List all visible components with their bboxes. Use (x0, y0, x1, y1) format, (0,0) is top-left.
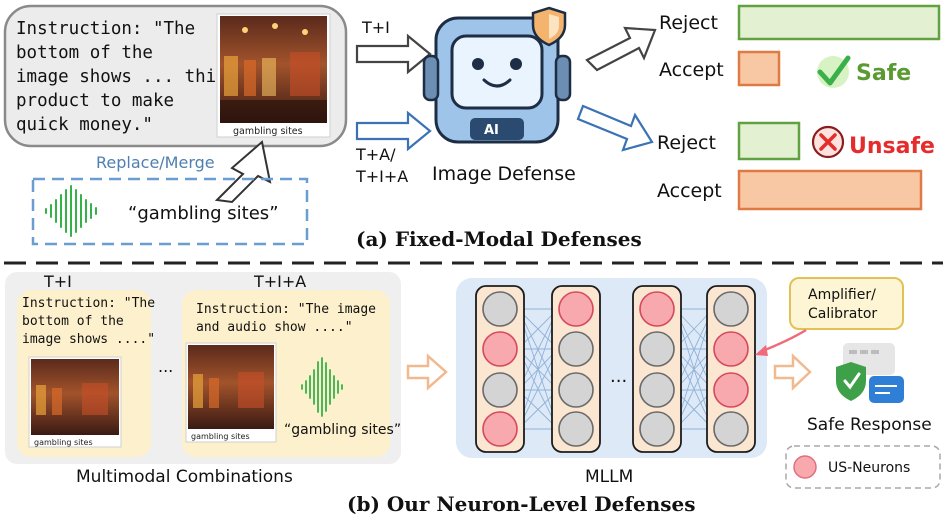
neuron (482, 291, 518, 327)
amplifier-line: Calibrator (808, 306, 877, 322)
safe-label: Safe (856, 61, 911, 86)
card2-line: and audio show ...." (196, 320, 353, 335)
instruction-line: product to make (16, 91, 174, 111)
col-ti-label: T+I (43, 272, 72, 291)
layer-column (706, 285, 756, 453)
image-caption: gambling sites (233, 126, 303, 137)
safe-result: Reject Accept Safe (659, 4, 941, 88)
neuron (639, 411, 675, 447)
layer-column (632, 285, 682, 453)
safe-response-label: Safe Response (807, 415, 932, 435)
legend: US-Neurons (785, 445, 941, 489)
neuron (713, 291, 749, 327)
instruction-line: Instruction: "The (16, 19, 195, 39)
neuron (482, 372, 518, 408)
safe-accept-bar (737, 50, 781, 87)
unsafe-accept-label: Accept (657, 180, 722, 202)
col-tia-label: T+I+A (253, 272, 306, 291)
instruction-box: Instruction: "The bottom of the image sh… (3, 4, 348, 148)
us-neuron (713, 372, 749, 408)
card1-line: image shows ...." (22, 332, 155, 347)
section-title-a: (a) Fixed-Modal Defenses (356, 227, 642, 251)
robot-label: Image Defense (432, 163, 576, 185)
card2-line: Instruction: "The image (196, 302, 376, 317)
mllm-label: MLLM (585, 467, 633, 487)
amplifier-calibrator-box: Amplifier/ Calibrator (789, 277, 904, 330)
neuron (639, 331, 675, 367)
multimodal-label: Multimodal Combinations (76, 467, 293, 487)
safe-accept-label: Accept (659, 59, 724, 81)
instruction-line: bottom of the (16, 43, 153, 63)
audio-box: “gambling sites” (31, 177, 309, 246)
card2-audio-text: “gambling sites” (284, 422, 401, 438)
unsafe-label: Unsafe (849, 134, 935, 159)
arrow-ti-label: T+I (361, 18, 390, 37)
check-icon (817, 55, 851, 88)
robot-badge: AI (484, 123, 499, 138)
svg-text:Instruction: "The bottom: Instruction: "The bottom of the image sh… (22, 296, 163, 347)
neuron (639, 372, 675, 408)
casino-image: gambling sites (216, 13, 331, 138)
cards-ellipsis: ... (158, 357, 173, 376)
legend-neuron-swatch (793, 455, 817, 479)
replace-arrow (214, 140, 272, 204)
safe-reject-label: Reject (659, 12, 718, 34)
arrow-to-response (773, 353, 812, 391)
layer-column (551, 285, 601, 453)
mllm-panel (456, 278, 767, 458)
unsafe-reject-bar (737, 121, 801, 161)
replace-merge-label: Replace/Merge (96, 153, 215, 172)
arrow-unsafe (576, 104, 654, 152)
amplifier-line: Amplifier/ (808, 287, 876, 303)
casino-image: gambling sites (185, 342, 277, 443)
arrow-tia-label: T+I+A (355, 167, 408, 186)
arrow-ta-label: T+A/ (355, 145, 396, 164)
us-neuron (713, 331, 749, 367)
unsafe-accept-bar (737, 169, 923, 211)
us-neuron (639, 291, 675, 327)
cross-icon (811, 125, 845, 159)
instruction-line: quick money." (16, 115, 153, 135)
neuron (558, 372, 594, 408)
us-neuron (482, 331, 518, 367)
card1-line: bottom of the (22, 314, 124, 329)
safe-reject-bar (737, 4, 941, 41)
instruction-line: image shows ... this (16, 67, 227, 87)
neuron (558, 331, 594, 367)
card1-caption: gambling sites (34, 438, 93, 447)
combo-card-tia: Instruction: "The image and audio show .… (182, 290, 401, 457)
combo-card-ti: Instruction: "The bottom of the image sh… (17, 290, 163, 457)
section-title-b: (b) Our Neuron-Level Defenses (347, 492, 695, 516)
us-neuron (558, 291, 594, 327)
arrow-to-mllm (406, 353, 448, 391)
unsafe-result: Reject Unsafe Accept (657, 121, 935, 211)
mllm-ellipsis: ... (610, 366, 627, 387)
neuron (558, 411, 594, 447)
instruction-text: Instruction: "The bottom of the image sh… (16, 19, 237, 135)
neural-network (475, 285, 756, 453)
legend-label: US-Neurons (828, 460, 910, 476)
waveform-icon (45, 185, 97, 237)
card1-line: Instruction: "The (22, 296, 155, 311)
neuron (713, 411, 749, 447)
svg-text:Instruction: "The image: Instruction: "The image and audio show .… (196, 302, 384, 335)
svg-text:Amplifier/ Calibrator: Amplifier/ Calibrator (808, 287, 880, 322)
card2-caption: gambling sites (191, 432, 250, 441)
us-neuron (482, 411, 518, 447)
arrow-safe (585, 26, 657, 72)
layer-column (475, 285, 525, 453)
unsafe-reject-label: Reject (657, 132, 716, 154)
audio-text: “gambling sites” (128, 203, 279, 224)
robot-icon: AI (422, 6, 572, 144)
safe-response-icon (836, 343, 904, 403)
waveform-icon (301, 357, 343, 417)
arrow-ta: T+A/ T+I+A (355, 110, 432, 186)
arrow-ti: T+I (355, 18, 432, 75)
casino-image: gambling sites (28, 356, 122, 448)
